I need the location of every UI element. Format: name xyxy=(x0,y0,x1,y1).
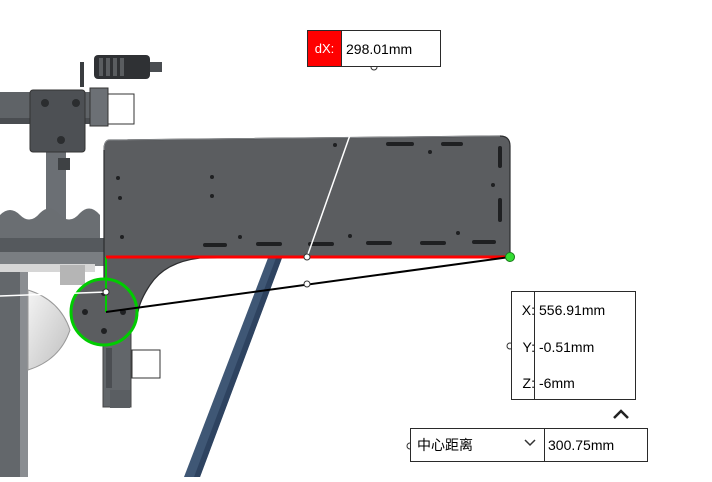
dx-callout[interactable]: dX: 298.01mm xyxy=(307,30,441,67)
main-plate[interactable] xyxy=(103,135,511,313)
distance-value: 300.75mm xyxy=(545,428,648,462)
x-value: 556.91mm xyxy=(539,302,606,318)
y-value: -0.51mm xyxy=(539,339,595,355)
chevron-up-icon[interactable] xyxy=(609,403,633,425)
point-coordinates-callout[interactable]: X: 556.91mm Y: -0.51mm Z: -6mm xyxy=(511,291,636,400)
x-row: X: 556.91mm xyxy=(512,292,635,328)
z-row: Z: -6mm xyxy=(512,365,635,401)
x-label: X: xyxy=(521,302,535,318)
dx-value: 298.01mm xyxy=(346,40,413,57)
dx-label: dX: xyxy=(308,31,342,66)
measure-panel: 中心距离 300.75mm xyxy=(410,428,650,462)
measure-mode-select[interactable]: 中心距离 xyxy=(410,428,545,462)
callout-divider xyxy=(534,292,535,399)
diagonal-beam[interactable] xyxy=(184,258,282,477)
frame-structure[interactable] xyxy=(0,55,162,477)
measure-mode-label: 中心距离 xyxy=(417,437,473,453)
chevron-down-icon xyxy=(524,438,536,450)
z-value: -6mm xyxy=(539,375,575,391)
z-label: Z: xyxy=(522,375,535,391)
y-row: Y: -0.51mm xyxy=(512,329,635,365)
measurement-lines xyxy=(0,63,515,450)
y-label: Y: xyxy=(522,339,535,355)
